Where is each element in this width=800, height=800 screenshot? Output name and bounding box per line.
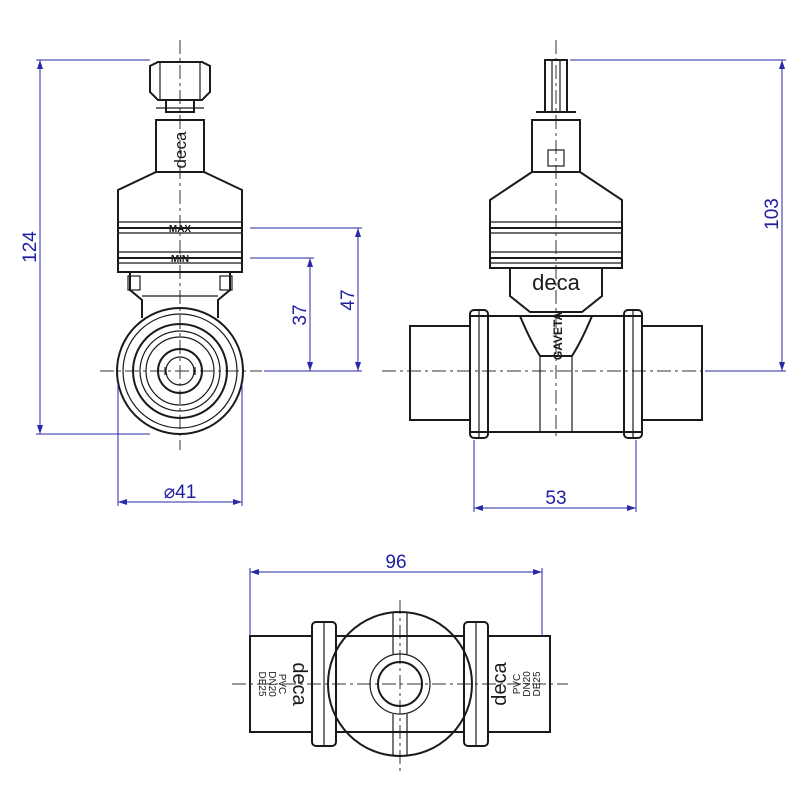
bottom-left-dn: DN20 <box>266 671 277 697</box>
bottom-view: deca PVC DN20 DE25 deca PVC DN20 DE25 <box>232 600 568 774</box>
side-view: deca GAVETA <box>382 40 735 440</box>
side-dimensions: 103 53 <box>473 59 786 512</box>
dim-height-total: 124 <box>20 231 41 263</box>
side-brand-label: deca <box>532 270 580 295</box>
bottom-left-material: PVC <box>276 674 287 695</box>
front-dimensions: 124 47 37 ⌀41 <box>20 59 362 506</box>
bottom-right-material: PVC <box>512 674 523 695</box>
bottom-left-de: DE25 <box>256 671 267 696</box>
dim-height-max: 47 <box>338 289 359 310</box>
min-marking: MIN <box>171 254 189 265</box>
dim-diameter: ⌀41 <box>164 482 197 503</box>
bottom-right-brand: deca <box>489 661 511 705</box>
dim-side-width: 53 <box>545 488 566 509</box>
bottom-right-dn: DN20 <box>522 671 533 697</box>
dim-height-min: 37 <box>290 304 311 325</box>
front-brand-label: deca <box>171 131 190 168</box>
model-marking: GAVETA <box>551 312 565 361</box>
dim-bottom-width: 96 <box>385 552 406 573</box>
bottom-dimensions: 96 <box>249 552 543 636</box>
max-marking: MAX <box>169 224 192 235</box>
front-view: deca MAX MIN <box>100 40 262 450</box>
bottom-left-brand: deca <box>288 662 310 706</box>
bottom-right-de: DE25 <box>532 671 543 696</box>
dim-side-height: 103 <box>762 198 783 230</box>
